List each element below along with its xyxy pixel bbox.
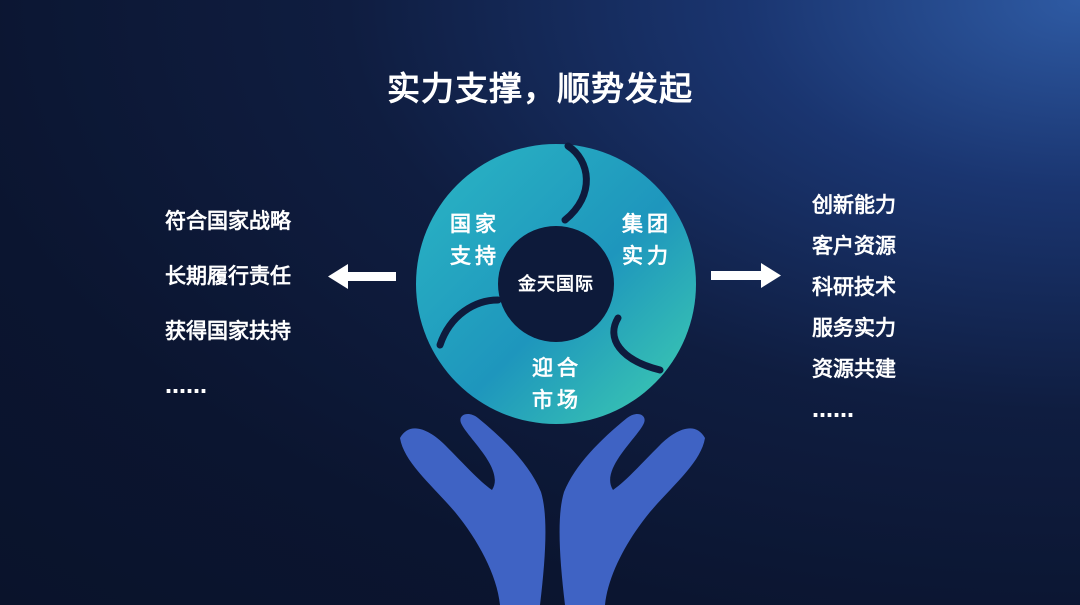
separator-top	[561, 142, 590, 224]
segment-label-national-support: 国家 支持	[440, 208, 510, 272]
segment-label-line: 国家	[450, 212, 500, 236]
ring-center	[498, 226, 614, 342]
right-item: 科研技术	[812, 275, 896, 299]
right-item: 客户资源	[812, 234, 896, 258]
separator-right	[610, 314, 664, 374]
segment-label-line: 迎合	[532, 356, 582, 380]
left-item: 获得国家扶持	[165, 319, 291, 343]
right-item: 创新能力	[812, 193, 896, 217]
segment-label-line: 支持	[450, 244, 500, 268]
hands-icon	[400, 414, 705, 605]
left-item: 符合国家战略	[165, 209, 291, 233]
center-label: 金天国际	[518, 274, 594, 295]
left-item: 长期履行责任	[165, 264, 291, 288]
right-item: 资源共建	[812, 357, 896, 381]
right-item: 服务实力	[812, 316, 896, 340]
right-list: 创新能力 客户资源 科研技术 服务实力 资源共建 ……	[812, 188, 972, 434]
separator-left	[436, 296, 502, 349]
right-arrow-icon	[711, 263, 781, 288]
segment-label-group-strength: 集团 实力	[612, 208, 682, 272]
page-title: 实力支撑，顺势发起	[387, 69, 693, 108]
segment-label-market: 迎合 市场	[522, 352, 592, 416]
right-item: ……	[812, 398, 854, 422]
left-item: ……	[165, 374, 207, 398]
left-arrow-icon	[328, 264, 396, 289]
segment-label-line: 实力	[622, 244, 672, 268]
left-list: 符合国家战略 长期履行责任 获得国家扶持 ……	[165, 204, 345, 424]
segment-label-line: 集团	[622, 212, 672, 236]
segment-label-line: 市场	[532, 388, 582, 412]
